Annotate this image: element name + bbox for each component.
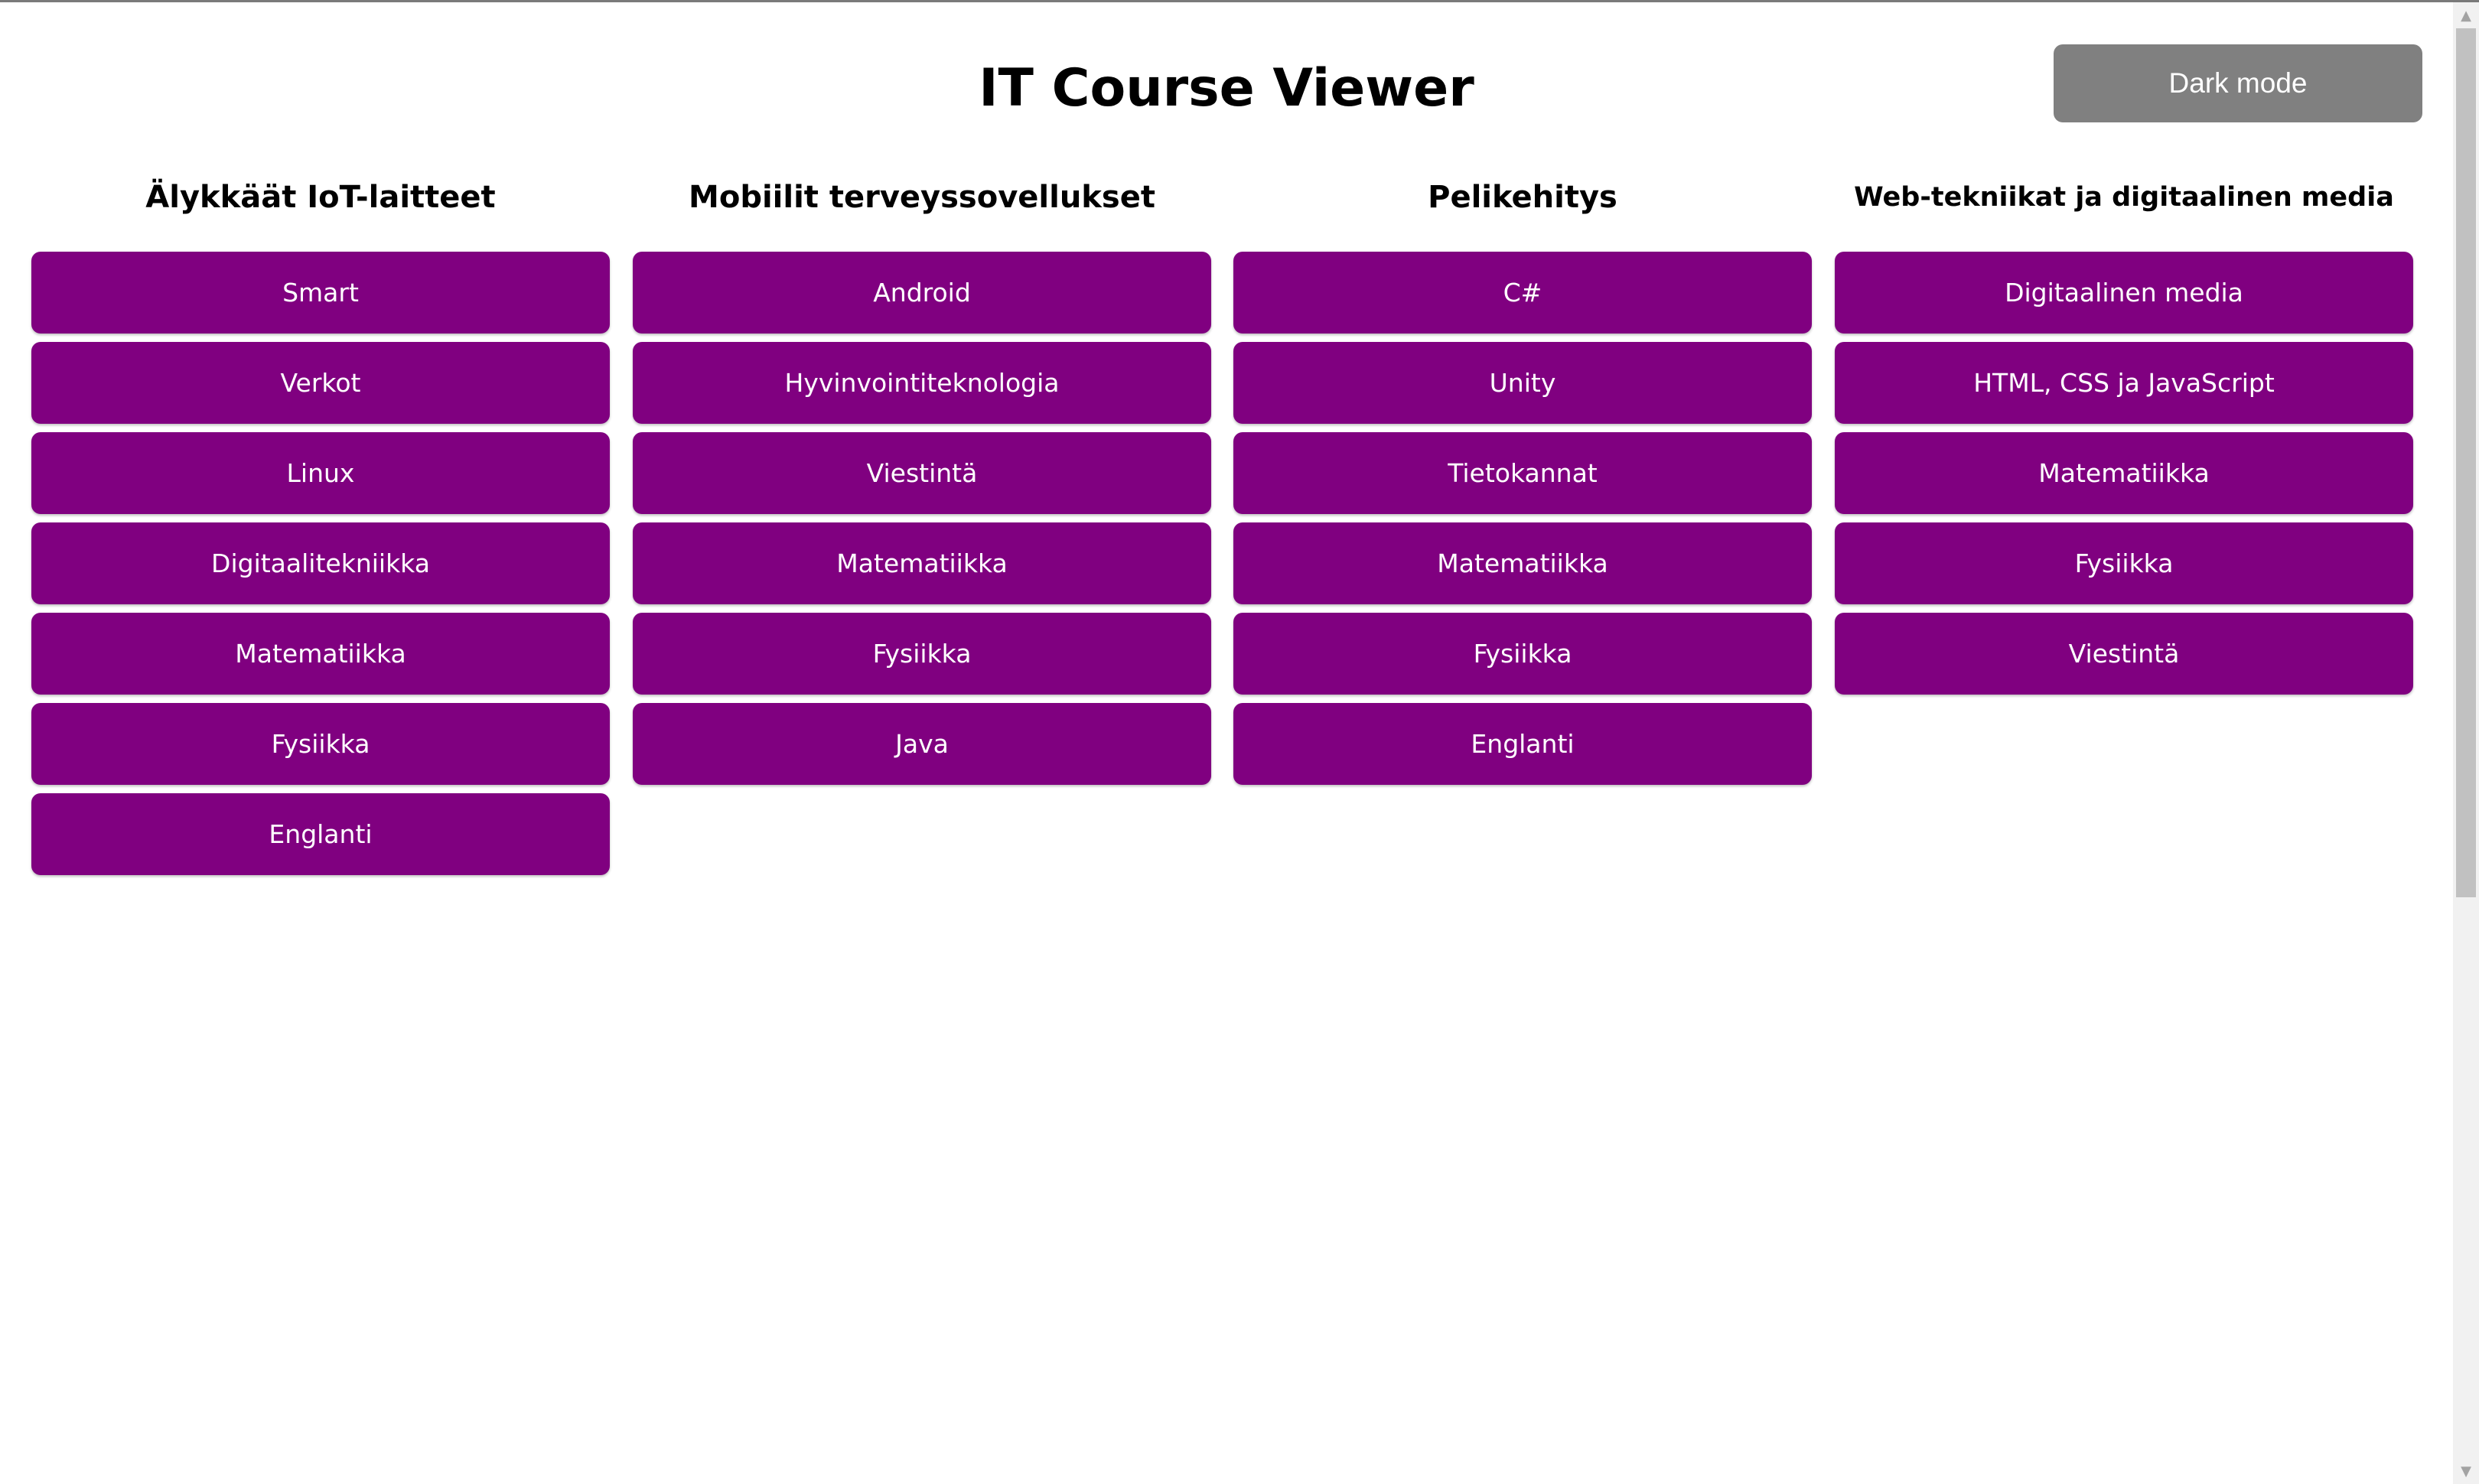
course-button[interactable]: Verkot <box>31 342 610 424</box>
course-button[interactable]: Fysiikka <box>1233 613 1812 695</box>
column-heading: Web-tekniikat ja digitaalinen media <box>1854 182 2394 213</box>
course-button[interactable]: Matematiikka <box>31 613 610 695</box>
column-heading: Pelikehitys <box>1428 180 1617 215</box>
course-button[interactable]: Viestintä <box>1835 613 2413 695</box>
window-top-border <box>0 0 2479 2</box>
course-column-iot: Älykkäät IoT-laitteet Smart Verkot Linux… <box>31 171 610 875</box>
scroll-down-arrow-icon[interactable]: ▼ <box>2461 1463 2471 1479</box>
vertical-scrollbar[interactable]: ▲ ▼ <box>2453 2 2479 1484</box>
course-button[interactable]: Java <box>633 703 1211 785</box>
course-button[interactable]: Android <box>633 252 1211 334</box>
course-button[interactable]: Matematiikka <box>1233 522 1812 604</box>
course-button[interactable]: Englanti <box>31 793 610 875</box>
scroll-up-arrow-icon[interactable]: ▲ <box>2461 7 2471 24</box>
column-heading: Älykkäät IoT-laitteet <box>145 180 496 215</box>
course-list: C# Unity Tietokannat Matematiikka Fysiik… <box>1233 252 1812 785</box>
course-button[interactable]: Matematiikka <box>633 522 1211 604</box>
course-button[interactable]: Viestintä <box>633 432 1211 514</box>
course-button[interactable]: Smart <box>31 252 610 334</box>
course-button[interactable]: Fysiikka <box>31 703 610 785</box>
dark-mode-button[interactable]: Dark mode <box>2054 44 2422 122</box>
course-button[interactable]: Digitaalinen media <box>1835 252 2413 334</box>
course-column-web-media: Web-tekniikat ja digitaalinen media Digi… <box>1835 171 2413 695</box>
course-list: Digitaalinen media HTML, CSS ja JavaScri… <box>1835 252 2413 695</box>
course-button[interactable]: Unity <box>1233 342 1812 424</box>
course-button[interactable]: Fysiikka <box>1835 522 2413 604</box>
course-button[interactable]: Digitaalitekniikka <box>31 522 610 604</box>
course-button[interactable]: HTML, CSS ja JavaScript <box>1835 342 2413 424</box>
course-button[interactable]: Hyvinvointiteknologia <box>633 342 1211 424</box>
course-button[interactable]: C# <box>1233 252 1812 334</box>
scrollbar-thumb[interactable] <box>2456 28 2476 897</box>
course-button[interactable]: Tietokannat <box>1233 432 1812 514</box>
course-button[interactable]: Linux <box>31 432 610 514</box>
column-heading: Mobiilit terveyssovellukset <box>689 180 1155 215</box>
course-button[interactable]: Englanti <box>1233 703 1812 785</box>
course-list: Android Hyvinvointiteknologia Viestintä … <box>633 252 1211 785</box>
course-button[interactable]: Matematiikka <box>1835 432 2413 514</box>
course-button[interactable]: Fysiikka <box>633 613 1211 695</box>
course-column-mobile-health: Mobiilit terveyssovellukset Android Hyvi… <box>633 171 1211 785</box>
course-list: Smart Verkot Linux Digitaalitekniikka Ma… <box>31 252 610 875</box>
course-column-game-dev: Pelikehitys C# Unity Tietokannat Matemat… <box>1233 171 1812 785</box>
page-title: IT Course Viewer <box>979 58 1474 119</box>
